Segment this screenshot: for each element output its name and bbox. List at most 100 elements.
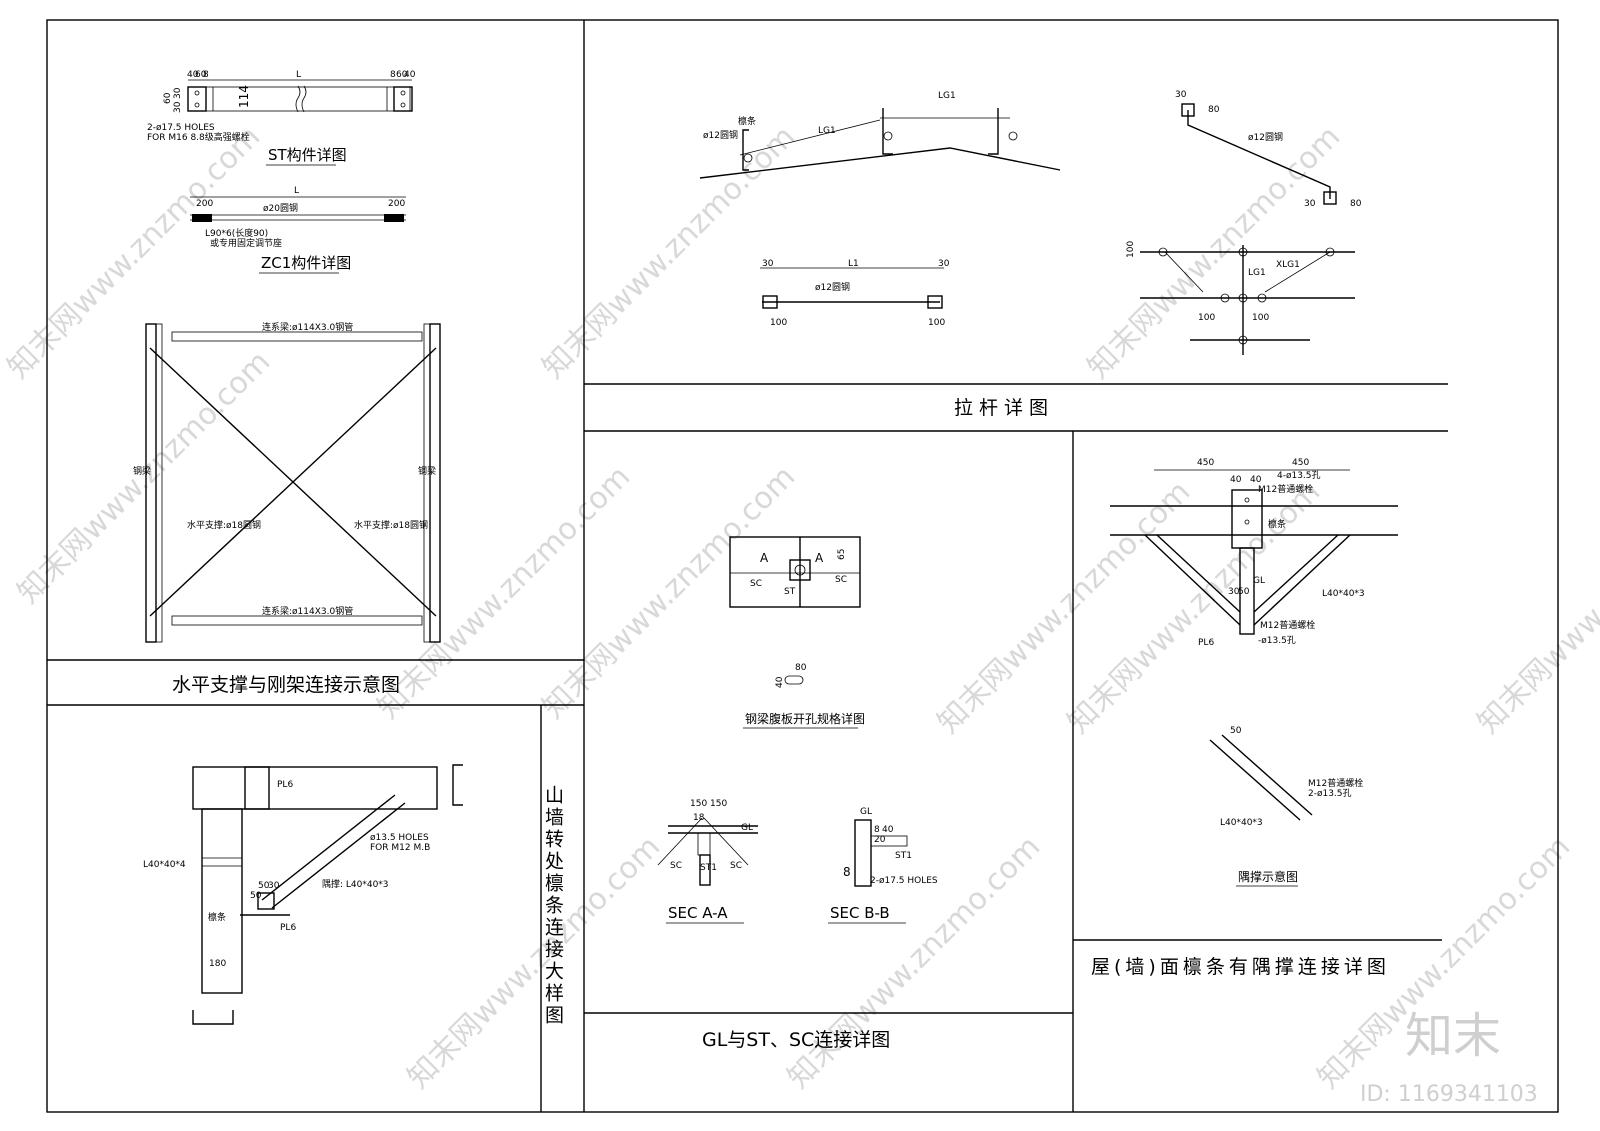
tie-rod2: ø12圆钢 bbox=[815, 281, 850, 293]
bolt-icon bbox=[883, 131, 893, 141]
watermark-text: 知末网www.znzmo.com bbox=[1061, 474, 1327, 740]
tie-rod3: ø12圆钢 bbox=[1248, 131, 1283, 143]
drawing-frame bbox=[46, 19, 1559, 1113]
dimension: 100 bbox=[928, 318, 945, 328]
gable-holes: ø13.5 HOLES bbox=[370, 833, 429, 843]
dimension: 30 bbox=[173, 101, 183, 113]
dimension: 150 bbox=[690, 799, 707, 809]
bolt-hole-icon bbox=[1244, 497, 1250, 503]
rod-end-right bbox=[384, 214, 404, 222]
gable-pl6-bottom: PL6 bbox=[280, 923, 296, 933]
bracing-left-label: 钢梁 bbox=[133, 465, 151, 477]
st-component-detail: 40 60 8 L 8 60 40 114 60 30 30 2-ø17.5 H… bbox=[147, 70, 416, 166]
roof-gl: GL bbox=[1253, 576, 1265, 586]
dimension: 30 bbox=[1304, 199, 1316, 209]
gable-angle-left: L40*40*4 bbox=[143, 860, 186, 870]
tie-label: LG1 bbox=[938, 91, 956, 101]
dimension: 8 bbox=[843, 865, 851, 879]
gable-purlin-detail: PL6 ø13.5 HOLES FOR M12 M.B L40*40*4 隅撑:… bbox=[143, 764, 564, 1027]
bolt-icon bbox=[743, 153, 753, 163]
dimension: 200 bbox=[196, 199, 213, 209]
bolt-icon bbox=[1325, 247, 1335, 257]
roof-hole2: -ø13.5孔 bbox=[1258, 635, 1296, 646]
dimension: 40 bbox=[1250, 475, 1262, 485]
tie-title: 拉杆详图 bbox=[954, 397, 1054, 419]
roof-bolt2: M12普通螺栓 bbox=[1260, 619, 1315, 631]
dimension: 80 bbox=[1208, 105, 1220, 115]
watermark-text: 知末网www.znzmo.com bbox=[931, 474, 1197, 740]
dimension: 50 bbox=[250, 891, 262, 901]
gable-purlin: 檩条 bbox=[208, 911, 226, 923]
bolt-icon bbox=[1238, 293, 1248, 303]
gl-st1-label: ST1 bbox=[700, 863, 717, 873]
watermark-text: 知末网www.znzmo.com bbox=[536, 119, 802, 385]
gl-sc-label: SC bbox=[730, 861, 742, 871]
bracing-right-label: 钢梁 bbox=[418, 465, 436, 477]
roof-title: 屋(墙)面檩条有隅撑连接详图 bbox=[1091, 956, 1390, 978]
sec-a-title: SEC A-A bbox=[668, 904, 728, 922]
bolt-hole-icon bbox=[194, 90, 200, 96]
bracing-left-brace: 水平支撑:ø18圆钢 bbox=[187, 519, 261, 531]
horizontal-bracing-diagram: 连系梁:ø114X3.0钢管 连系梁:ø114X3.0钢管 钢梁 钢梁 水平支撑… bbox=[133, 321, 441, 696]
dimension: 18 bbox=[693, 813, 705, 823]
dimension: 50 bbox=[258, 881, 270, 891]
dimension: L1 bbox=[848, 259, 859, 269]
bolt-icon bbox=[1238, 335, 1248, 345]
dimension: 114 bbox=[237, 85, 251, 108]
dimension: 60 bbox=[396, 70, 408, 80]
gl-gl-label: GL bbox=[860, 807, 872, 817]
bolt-hole-icon bbox=[194, 102, 200, 108]
dimension: 450 bbox=[1197, 458, 1214, 468]
dimension: 450 bbox=[1292, 458, 1309, 468]
gable-pl6-top: PL6 bbox=[277, 780, 293, 790]
dimension: 40 bbox=[882, 825, 894, 835]
watermark-text: 知末网www.znzmo.com bbox=[1471, 474, 1600, 740]
bracing-right-brace: 水平支撑:ø18圆钢 bbox=[354, 519, 428, 531]
dimension: 8 bbox=[203, 70, 209, 80]
fly-bolt: M12普通螺栓 bbox=[1308, 777, 1363, 789]
dimension: 8 bbox=[390, 70, 396, 80]
tie-rod: ø12圆钢 bbox=[703, 129, 738, 141]
gl-holes: 2-ø17.5 HOLES bbox=[870, 876, 938, 886]
brand-watermark: 知末 ID: 1169341103 bbox=[1360, 1008, 1538, 1107]
tie-label: LG1 bbox=[1248, 268, 1266, 278]
dimension: 30 bbox=[1228, 587, 1240, 597]
dimension: L bbox=[296, 70, 301, 80]
dimension: 100 bbox=[1126, 241, 1136, 258]
dimension: 8 bbox=[874, 825, 880, 835]
section-mark: A bbox=[760, 551, 769, 565]
dimension: 40 bbox=[1230, 475, 1242, 485]
tie-rod-detail: LG1 LG1 檩条 ø12圆钢 L1 30 30 ø12圆钢 100 100 … bbox=[699, 90, 1362, 419]
fly-hole: 2-ø13.5孔 bbox=[1308, 788, 1352, 799]
gl-sc-label: SC bbox=[750, 579, 762, 589]
roof-purlin: 檩条 bbox=[1268, 518, 1286, 530]
bolt-icon bbox=[1008, 131, 1018, 141]
dimension: L bbox=[294, 186, 299, 196]
dimension: 80 bbox=[1350, 199, 1362, 209]
roof-bolt: M12普通螺栓 bbox=[1258, 483, 1313, 495]
gl-st-label: ST bbox=[784, 587, 796, 597]
dimension: 180 bbox=[209, 959, 226, 969]
dimension: 40 bbox=[404, 70, 416, 80]
gl-st-sc-detail: A A SC ST SC 65 80 40 钢梁腹板开孔规格详图 150 150… bbox=[657, 536, 938, 1051]
web-hole-title: 钢梁腹板开孔规格详图 bbox=[745, 711, 865, 726]
dimension: 100 bbox=[1198, 313, 1215, 323]
dimension: 50 bbox=[1238, 587, 1250, 597]
gl-sc-label: SC bbox=[835, 575, 847, 585]
bolt-icon bbox=[1257, 293, 1267, 303]
dimension: 30 bbox=[268, 881, 280, 891]
dimension: 60 bbox=[163, 92, 173, 104]
bolt-icon bbox=[1238, 247, 1248, 257]
image-id: ID: 1169341103 bbox=[1360, 1082, 1538, 1107]
st-note: FOR M16 8.8级高强螺栓 bbox=[147, 131, 250, 143]
dimension: 40 bbox=[775, 676, 785, 688]
roof-holes: 4-ø13.5孔 bbox=[1277, 470, 1321, 481]
tie-label: LG1 bbox=[818, 126, 836, 136]
dimension: 100 bbox=[770, 318, 787, 328]
gl-title: GL与ST、SC连接详图 bbox=[702, 1029, 890, 1051]
sec-b-title: SEC B-B bbox=[830, 904, 890, 922]
roof-angle: L40*40*3 bbox=[1322, 589, 1365, 599]
zc1-note: L90*6(长度90) bbox=[205, 227, 268, 239]
dimension: 100 bbox=[1252, 313, 1269, 323]
bracing-top-label: 连系梁:ø114X3.0钢管 bbox=[262, 321, 353, 333]
